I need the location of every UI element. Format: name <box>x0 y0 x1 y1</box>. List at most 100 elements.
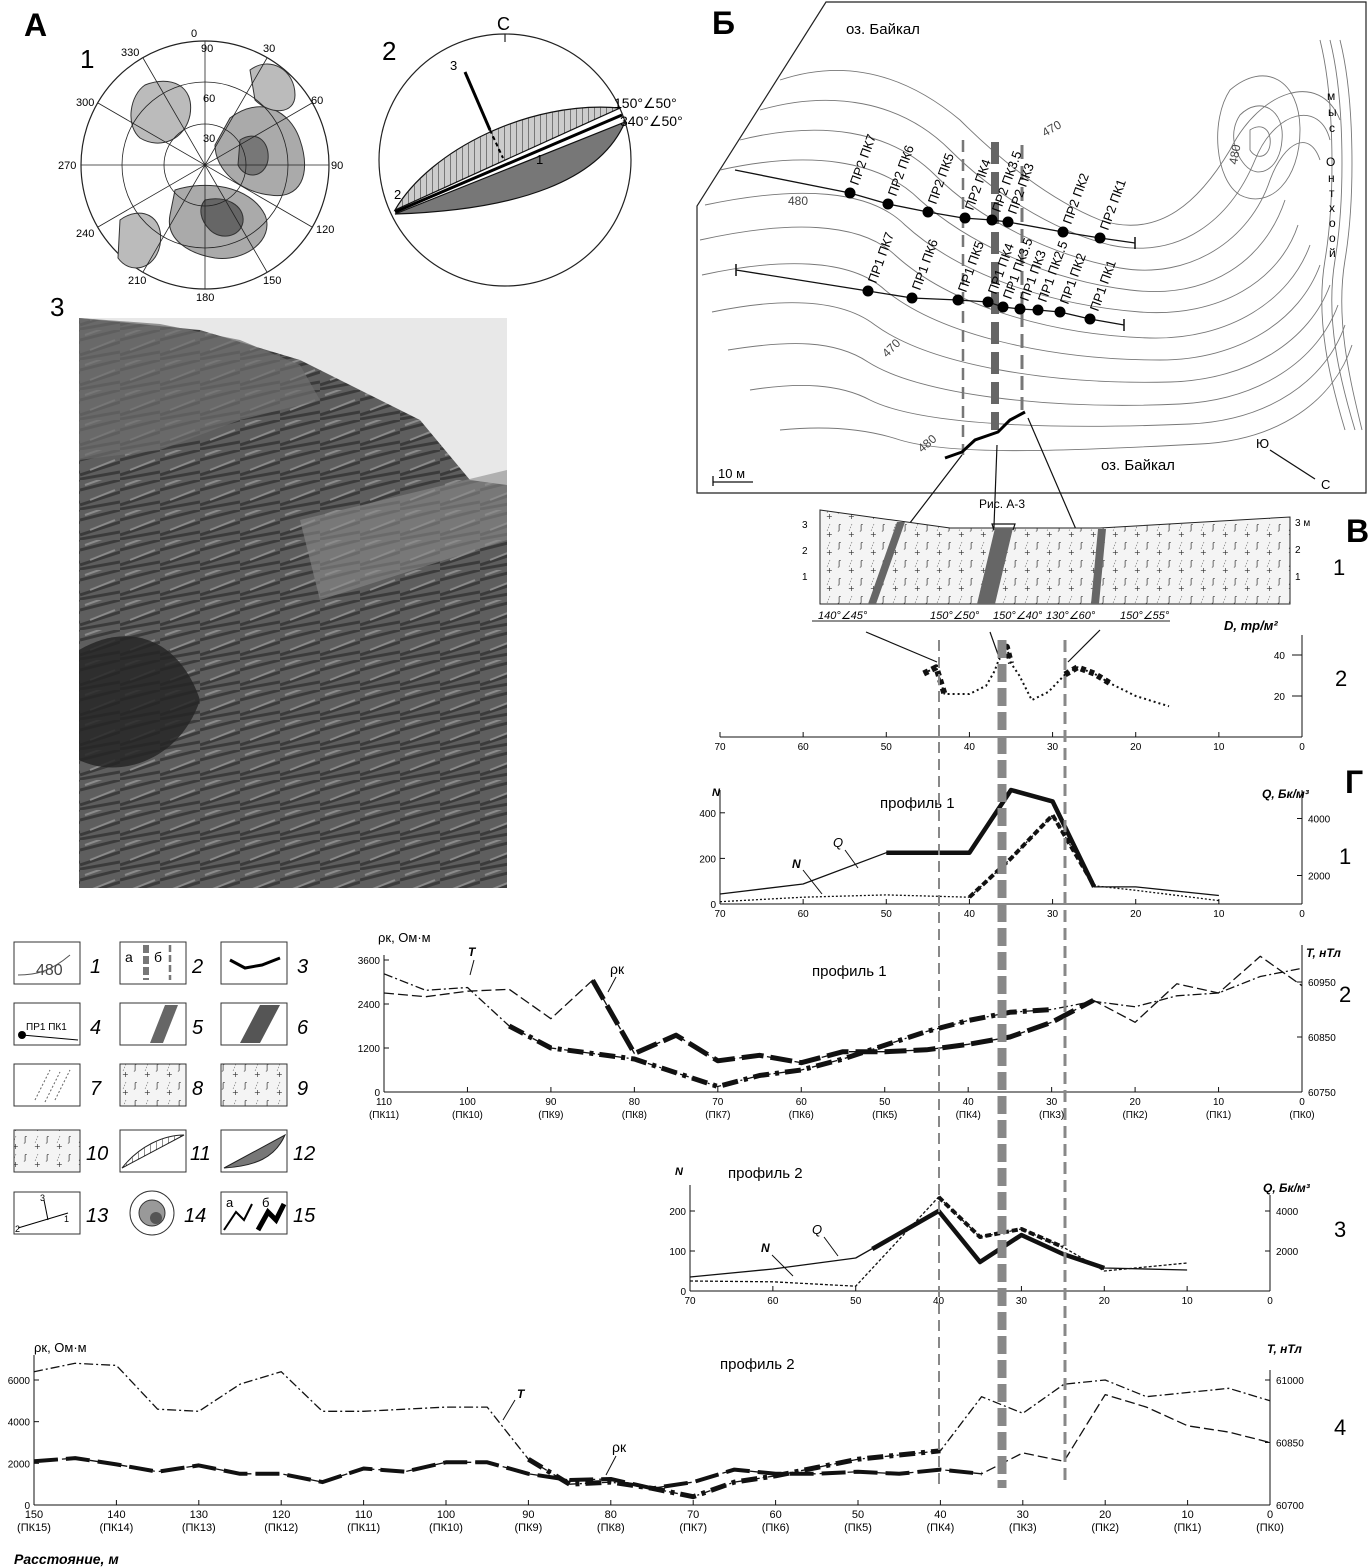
legend-number: 3 <box>297 956 308 978</box>
x-tick-label: 50 <box>881 909 893 920</box>
legend-item-12: 12 <box>220 1129 315 1173</box>
contour-map: оз. Байкал оз. Байкал м ы с О н т х о о … <box>696 1 1367 494</box>
x-tick-label: 100 <box>459 1097 476 1108</box>
y-axis-label: T, нТл <box>1267 1342 1302 1356</box>
x-tick-label: 20 <box>1099 1296 1111 1307</box>
stereonet-plane-label: 150°∠50° <box>614 95 677 111</box>
legend-number: 7 <box>90 1078 102 1100</box>
legend-sub-label: а <box>125 949 133 965</box>
contour-label: 480 <box>788 194 808 208</box>
x-tick-label: 70 <box>714 742 726 753</box>
legend-number: 6 <box>297 1017 309 1039</box>
panel-letter-v: В <box>1346 513 1369 549</box>
section-left-tick: 1 <box>802 572 808 583</box>
series-n-thin <box>719 814 1219 903</box>
chart-g2: 110(ПК11)100(ПК10)90(ПК9)80(ПК8)70(ПК7)6… <box>358 930 1342 1121</box>
rose-azimuth-label: 120 <box>316 224 334 236</box>
stereonet-plane-label: 340°∠50° <box>620 113 683 129</box>
picket-point <box>1057 226 1069 238</box>
cape-label-letter: О <box>1326 155 1335 169</box>
x-tick-label: 20 <box>1130 742 1142 753</box>
x-tick-label: 80 <box>629 1097 641 1108</box>
legend-sub-label: а <box>226 1195 234 1210</box>
series-label: N <box>761 1241 770 1255</box>
chart-title: профиль 1 <box>812 963 887 980</box>
legend-item-10: 10 <box>13 1129 108 1173</box>
series-label: ρк <box>612 1439 627 1455</box>
series-label-leader <box>844 849 859 869</box>
legend-item-2: а б 2 <box>119 941 203 985</box>
x-tick-label: (ПК12) <box>264 1522 298 1534</box>
legend-sub-label: 1 <box>64 1214 69 1224</box>
sub-a1: 1 <box>80 44 94 74</box>
section-attitude: 150°∠50° <box>930 610 980 622</box>
series-t-thin <box>383 967 1303 1088</box>
map-fault-lines <box>961 140 1024 455</box>
lake-label: оз. Байкал <box>846 21 920 38</box>
picket-point <box>982 296 994 308</box>
x-tick-label: 30 <box>1047 742 1059 753</box>
y-tick-label: 2000 <box>1276 1247 1299 1258</box>
y-axis-label: ρк, Ом·м <box>34 1340 87 1355</box>
picket-point <box>882 198 894 210</box>
legend-item-13: 3 2 1 13 <box>13 1191 108 1235</box>
profile-line-2 <box>734 169 1136 249</box>
picket-point <box>862 285 874 297</box>
y-tick-label: 100 <box>669 1247 686 1258</box>
x-tick-label: (ПК2) <box>1122 1110 1147 1121</box>
x-tick-label: 50 <box>879 1097 891 1108</box>
y-axis-label: N <box>675 1166 684 1178</box>
x-tick-label: (ПК1) <box>1174 1522 1202 1534</box>
x-tick-label: 0 <box>1267 1509 1273 1521</box>
geologic-section: Рис. А-3 3 2 1 3 м 2 1 140°∠45° 150°∠50°… <box>802 497 1310 622</box>
y-tick-label: 61000 <box>1276 1376 1304 1387</box>
rose-dip-label: 30 <box>203 133 215 145</box>
x-tick-label: 50 <box>850 1296 862 1307</box>
stereonet-number: 1 <box>536 152 543 167</box>
rose-density-core <box>237 135 269 176</box>
series-t-thick <box>527 1448 941 1500</box>
cape-label-letter: ы <box>1328 105 1337 119</box>
rose-azimuth-label: 150 <box>263 275 281 287</box>
y-tick-label: 0 <box>710 900 716 911</box>
y-tick-label: 60950 <box>1308 978 1336 989</box>
y-tick-label: 3600 <box>358 956 381 967</box>
series-label-leader <box>771 1254 794 1277</box>
map-direction-label: Ю <box>1256 436 1269 451</box>
x-tick-label: 140 <box>107 1509 125 1521</box>
picket-point <box>1054 306 1066 318</box>
stereonet-plane-2 <box>394 120 627 215</box>
cape-label-letter: м <box>1327 89 1335 103</box>
y-tick-label: 40 <box>1274 651 1286 662</box>
legend-sub-label: 2 <box>15 1224 20 1234</box>
section-attitude: 140°∠45° <box>818 610 868 622</box>
x-tick-label: 40 <box>964 742 976 753</box>
chart-title: профиль 1 <box>880 795 955 812</box>
cape-label-letter: н <box>1328 171 1335 185</box>
legend-item-5: 5 <box>119 1002 204 1046</box>
x-axis-label: Расстояние, м <box>14 1551 119 1567</box>
stereonet-number: 3 <box>450 58 457 73</box>
series-label: Q <box>812 1222 822 1237</box>
chart-title: профиль 2 <box>720 1356 795 1373</box>
x-tick-label: (ПК14) <box>99 1522 133 1534</box>
legend-item-15: а б 15 <box>220 1191 316 1235</box>
y-tick-label: 60850 <box>1276 1439 1304 1450</box>
series-q-thick <box>886 787 1097 888</box>
y-tick-label: 4000 <box>1308 815 1331 826</box>
picket-point <box>922 206 934 218</box>
x-tick-label: 20 <box>1130 1097 1142 1108</box>
x-tick-label: (ПК4) <box>927 1522 955 1534</box>
x-tick-label: 0 <box>1267 1296 1273 1307</box>
panel-letter-a: А <box>24 7 47 43</box>
x-tick-label: 110 <box>376 1097 392 1108</box>
x-tick-label: (ПК7) <box>679 1522 707 1534</box>
y-tick-label: 60750 <box>1308 1088 1336 1099</box>
legend-item-14: 14 <box>129 1190 206 1236</box>
y-tick-label: 4000 <box>1276 1207 1299 1218</box>
x-tick-label: (ПК6) <box>762 1522 790 1534</box>
y-tick-label: 0 <box>680 1287 686 1298</box>
cape-label-letter: т <box>1329 186 1335 200</box>
